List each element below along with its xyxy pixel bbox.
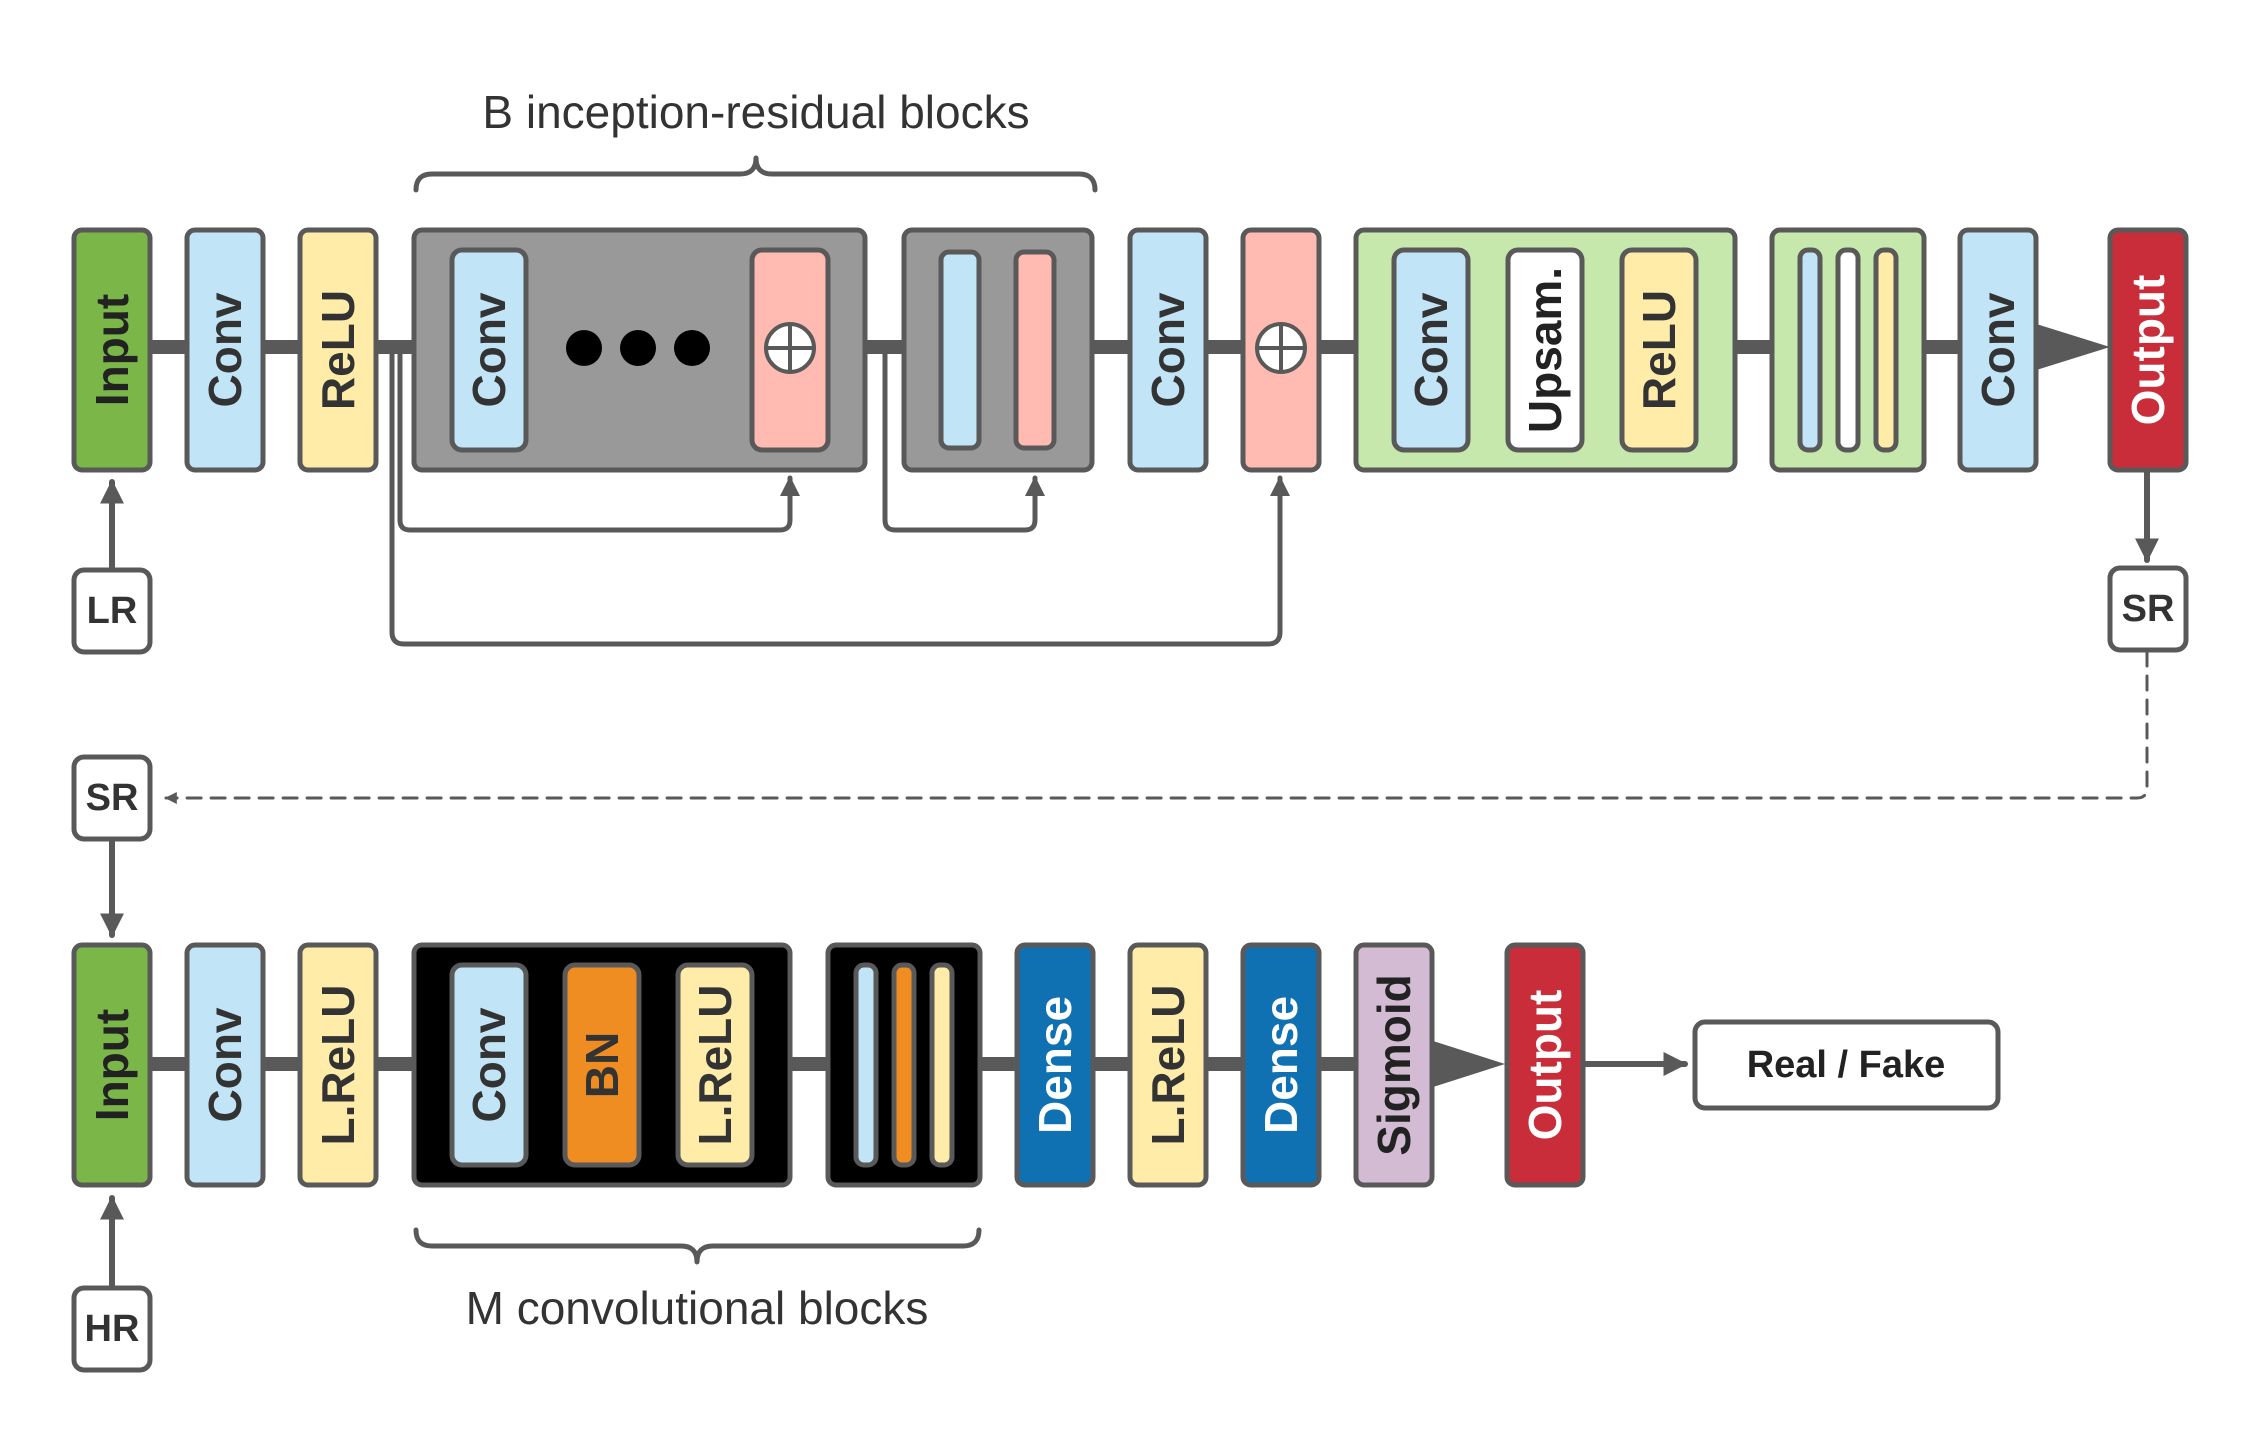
convolutional-block-repeat [825, 942, 983, 1188]
generator-conv-label-3: Conv [1972, 292, 2024, 407]
discriminator-network: SR Input Conv L.ReLU Conv B [71, 754, 2001, 1373]
generator-brace [413, 155, 1098, 193]
ellipsis-dots [566, 330, 710, 366]
generator-conv-label-1: Conv [199, 292, 251, 407]
discriminator-lrelu-label-2: L.ReLU [1142, 985, 1194, 1146]
inner-skip-connection-1 [389, 344, 800, 533]
discriminator-conv-label: Conv [199, 1007, 251, 1122]
generator-relu-label-1: ReLU [312, 290, 364, 410]
discriminator-sr-label: SR [86, 777, 139, 819]
upsampling-block-repeat [1769, 227, 1927, 473]
sigmoid-block: Sigmoid [1353, 942, 1435, 1188]
dense-label-1: Dense [1029, 996, 1081, 1134]
discriminator-input-label: Input [86, 1009, 138, 1121]
generator-output-label: Output [2122, 275, 2174, 426]
sigmoid-label: Sigmoid [1368, 974, 1420, 1155]
dense-block-1: Dense [1014, 942, 1096, 1188]
generator-brace-caption: B inception-residual blocks [482, 86, 1029, 138]
real-fake-result-node: Real / Fake [1692, 1019, 2001, 1111]
inception-residual-block: Conv [411, 227, 868, 473]
generator-relu-block-1: ReLU [297, 227, 379, 473]
real-fake-label: Real / Fake [1747, 1044, 1946, 1086]
upsampling-block: Conv Upsam. ReLU [1353, 227, 1738, 473]
hr-node: HR [71, 1285, 153, 1373]
upsampling-upsam-label: Upsam. [1519, 267, 1571, 433]
discriminator-output-label: Output [1519, 990, 1571, 1141]
generator-conv-block-3: Conv [1957, 227, 2039, 473]
generator-sr-label: SR [2122, 588, 2175, 630]
discriminator-sr-node: SR [71, 754, 153, 842]
conv-block-lrelu-label: L.ReLU [689, 985, 741, 1146]
generator-input-block: Input [71, 227, 153, 473]
upsampling-relu-label: ReLU [1633, 290, 1685, 410]
generator-sr-node: SR [2107, 565, 2189, 653]
generator-input-label: Input [86, 294, 138, 406]
generator-output-block: Output [2107, 227, 2189, 473]
inception-block-conv-label: Conv [463, 292, 515, 407]
discriminator-sigmoid-arrowhead [1430, 1040, 1505, 1088]
generator-output-arrowhead [2030, 322, 2110, 372]
dense-label-2: Dense [1255, 996, 1307, 1134]
convolutional-block: Conv BN L.ReLU [411, 942, 793, 1188]
generator-network: B inception-residual blocks Input Conv R… [71, 86, 2189, 655]
discriminator-output-block: Output [1504, 942, 1586, 1188]
upsampling-conv-label: Conv [1405, 292, 1457, 407]
discriminator-brace [413, 1227, 982, 1265]
long-skip-connection [389, 349, 1290, 647]
discriminator-lrelu-block-1: L.ReLU [297, 942, 379, 1188]
inception-residual-block-repeat [901, 227, 1095, 473]
inner-skip-connection-2 [880, 344, 1045, 533]
discriminator-brace-caption: M convolutional blocks [466, 1282, 929, 1334]
lr-label: LR [87, 590, 138, 632]
conv-block-conv-label: Conv [463, 1007, 515, 1122]
sr-transfer-dashed-arrow [164, 650, 2149, 804]
hr-label: HR [85, 1308, 140, 1350]
generator-conv-label-2: Conv [1142, 292, 1194, 407]
conv-block-bn-label: BN [576, 1032, 628, 1098]
discriminator-input-block: Input [71, 942, 153, 1188]
dense-block-2: Dense [1240, 942, 1322, 1188]
add-icon [1255, 322, 1307, 374]
generator-conv-block-2: Conv [1127, 227, 1209, 473]
discriminator-lrelu-label-1: L.ReLU [312, 985, 364, 1146]
generator-conv-block-1: Conv [184, 227, 266, 473]
lr-node: LR [71, 567, 153, 655]
discriminator-lrelu-block-2: L.ReLU [1127, 942, 1209, 1188]
long-skip-add-block [1240, 227, 1322, 473]
discriminator-conv-block: Conv [184, 942, 266, 1188]
add-icon [764, 322, 816, 374]
